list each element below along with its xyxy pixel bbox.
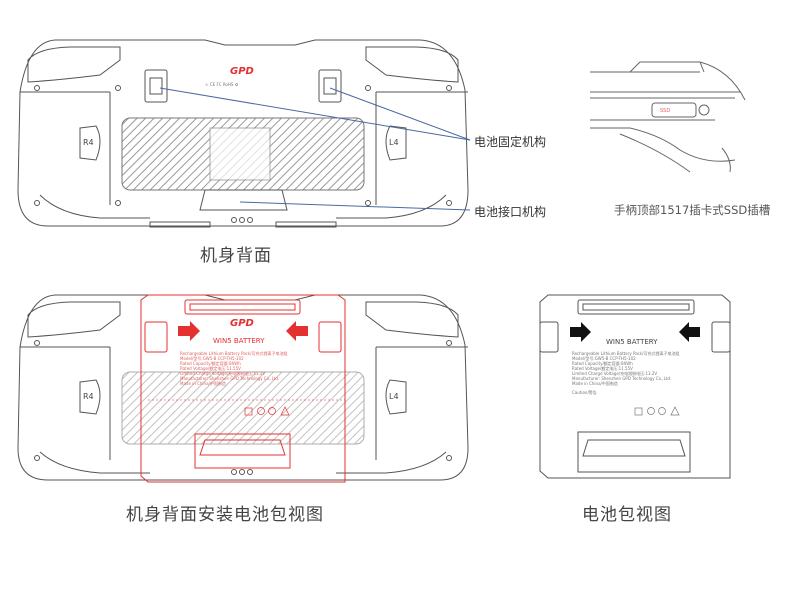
arrow-right-icon bbox=[178, 321, 200, 341]
button-r4-bottom: R4 bbox=[83, 392, 94, 401]
overlay-spec-line: Made in China/中国制造 bbox=[180, 381, 226, 386]
pack-spec-line: Rated Capacity/额定容量:80Wh bbox=[572, 361, 633, 366]
overlay-spec-line: Limited Charge Voltage/充电限制电压:13.2V bbox=[180, 371, 266, 376]
ssd-label-mark: SSD bbox=[660, 108, 670, 114]
arrow-left-icon bbox=[286, 321, 308, 341]
pack-spec-line: Made in China/中国制造 bbox=[572, 381, 618, 386]
device-back-top bbox=[17, 39, 469, 228]
callout-battery-port: 电池接口机构 bbox=[474, 205, 547, 219]
overlay-spec-line: Rechargeable Lithium Battery Pack/可充式锂离子… bbox=[180, 351, 288, 356]
battery-label-overlay: WIN5 BATTERY bbox=[213, 337, 265, 345]
button-r4: R4 bbox=[83, 138, 94, 147]
ssd-slot-view bbox=[590, 61, 746, 173]
cert-marks: ⚠ CE FC RoHS ♻ bbox=[205, 82, 239, 87]
battery-label: WIN5 BATTERY bbox=[606, 338, 658, 346]
caution-title: Caution/警告 bbox=[572, 390, 597, 395]
gpd-logo: GPD bbox=[230, 66, 254, 77]
device-back-bottom bbox=[17, 294, 469, 481]
callout-lines-top bbox=[159, 87, 471, 211]
caption-pack: 电池包视图 bbox=[582, 505, 672, 525]
battery-lock-left bbox=[144, 69, 168, 103]
button-l4: L4 bbox=[389, 138, 399, 147]
pack-spec-line: Manufacturer: Shenzhen GPD Technology Co… bbox=[572, 376, 672, 381]
button-l4-bottom: L4 bbox=[389, 392, 399, 401]
battery-lock-right bbox=[318, 69, 342, 103]
gpd-logo-overlay: GPD bbox=[230, 318, 254, 329]
device-outline bbox=[17, 39, 469, 227]
caption-install: 机身背面安装电池包视图 bbox=[126, 505, 324, 525]
caption-ssd: 手柄顶部1517插卡式SSD插槽 bbox=[614, 203, 771, 217]
battery-cert-icons bbox=[634, 406, 680, 416]
overlay-spec-line: Rated Voltage/额定电压:11.55V bbox=[180, 366, 241, 371]
overlay-spec-line: Rated Capacity/额定容量:80Wh bbox=[180, 361, 241, 366]
overlay-spec-block: Rechargeable Lithium Battery Pack/可充式锂离子… bbox=[180, 351, 288, 386]
insert-arrows-black bbox=[570, 322, 700, 342]
caption-back: 机身背面 bbox=[200, 246, 272, 266]
battery-port bbox=[199, 189, 288, 211]
pack-spec-line: Model/型号:GW5-B CCP-TH5-102 bbox=[572, 356, 636, 361]
pack-spec-line: Rated Voltage/额定电压:11.55V bbox=[572, 366, 633, 371]
pack-spec-line: Rechargeable Lithium Battery Pack/可充式锂离子… bbox=[572, 351, 680, 356]
arrow-left-icon bbox=[679, 322, 700, 342]
overlay-cert-icons bbox=[244, 406, 290, 416]
pack-spec-block: Rechargeable Lithium Battery Pack/可充式锂离子… bbox=[572, 351, 680, 395]
battery-pack-view bbox=[539, 294, 731, 479]
arrow-right-icon bbox=[570, 322, 591, 342]
overlay-spec-line: Model/型号:GW5-B CCP-TH5-102 bbox=[180, 356, 244, 361]
callout-battery-fix: 电池固定机构 bbox=[474, 135, 547, 149]
insert-arrows-red bbox=[178, 321, 308, 341]
overlay-spec-line: Manufacturer: Shenzhen GPD Technology Co… bbox=[180, 376, 280, 381]
pack-spec-line: Limited Charge Voltage/充电限制电压:13.2V bbox=[572, 371, 658, 376]
battery-overlay bbox=[140, 294, 346, 483]
